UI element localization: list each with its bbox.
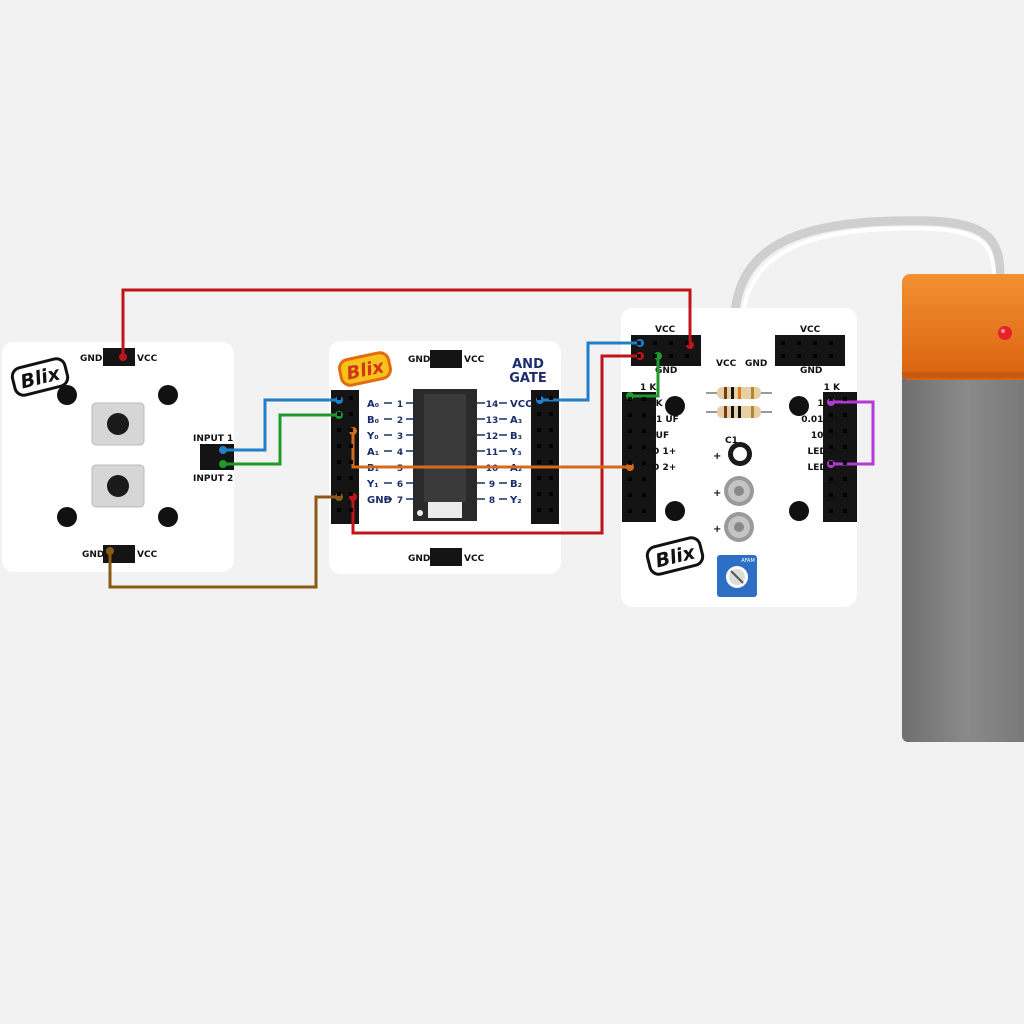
wire-green-gnd — [630, 356, 660, 398]
wire-purple-led — [831, 400, 875, 466]
led-right-pin-label: LED 1- — [808, 447, 841, 457]
led-top-right-vcc-label: VCC — [800, 325, 821, 335]
battery-pack — [902, 274, 1024, 742]
wire-red-vcc — [121, 288, 692, 357]
wire-orange-output — [351, 431, 630, 469]
led-mid-gnd-label: GND — [745, 359, 767, 369]
and-left-pin-name: B₀ — [367, 415, 379, 426]
push-button-2[interactable] — [91, 464, 145, 508]
and-right-pin-name: Y₃ — [509, 447, 522, 458]
led-right-pin-label: 1 K — [824, 383, 841, 393]
blix-logo: Blix — [10, 357, 70, 397]
and-right-pin-name: A₃ — [510, 415, 522, 426]
led-2-icon — [724, 512, 754, 542]
input-header[interactable] — [200, 444, 234, 470]
and-right-pin-number: 11 — [486, 448, 499, 458]
led-left-header[interactable] — [622, 392, 656, 522]
input-bottom-vcc-label: VCC — [137, 550, 158, 560]
and-bottom-power-header[interactable] — [430, 548, 462, 566]
led-right-pin-label: 10 UF — [811, 431, 840, 441]
and-right-pin-number: 12 — [486, 432, 499, 442]
wire-blue-input1 — [223, 398, 339, 452]
input-top-gnd-label: GND — [80, 354, 102, 364]
led-right-pin-label: LED 2- — [808, 463, 841, 473]
wire-blue-vcc — [540, 341, 640, 402]
and-gate-title-2: GATE — [509, 371, 546, 386]
led-top-right-gnd-label: GND — [800, 366, 822, 376]
plus-label-1: + — [713, 451, 721, 462]
led-right-pin-label: NC — [826, 495, 841, 505]
potentiometer-label: AFAM — [741, 558, 755, 564]
and-bottom-gnd-label: GND — [408, 554, 430, 564]
component-board: VCC GND VCC GND VCC GND — [621, 308, 857, 607]
and-right-pin-number: 8 — [489, 496, 495, 506]
and-left-pin-name: Y₀ — [366, 431, 379, 442]
battery-cable — [729, 216, 1005, 346]
blix-logo: Blix — [338, 351, 392, 387]
and-top-power-header[interactable] — [430, 350, 462, 368]
and-left-pin-name: Y₁ — [366, 479, 379, 490]
and-right-pin-name: B₃ — [510, 431, 522, 442]
input-bottom-gnd-label: GND — [82, 550, 104, 560]
led-right-pin-label: P3 — [827, 479, 840, 489]
input-1-label: INPUT 1 — [193, 434, 233, 444]
plus-label-3: + — [713, 524, 721, 535]
c1-label: C1 — [725, 436, 738, 446]
resistor-1-icon — [706, 387, 772, 399]
and-left-pin-number: 2 — [397, 416, 403, 426]
led-left-pin-label: P2 — [640, 495, 653, 505]
input-2-label: INPUT 2 — [193, 474, 233, 484]
and-left-pin-number: 6 — [397, 480, 403, 490]
and-left-pin-number: 3 — [397, 432, 403, 442]
plus-label-2: + — [713, 488, 721, 499]
led-left-pin-label: 0.01 UF — [640, 415, 679, 425]
led-left-pin-label: LED 1+ — [640, 447, 676, 457]
led-right-pin-label: 0.01 UF — [801, 415, 840, 425]
and-left-pin-name: A₁ — [367, 447, 379, 458]
led-1-icon — [724, 476, 754, 506]
and-bottom-vcc-label: VCC — [464, 554, 485, 564]
and-left-pin-number: 5 — [397, 464, 403, 474]
and-left-pin-number: 1 — [397, 400, 403, 410]
led-left-pin-label: 10 K — [640, 399, 664, 409]
led-left-pin-label: 10 UF — [640, 431, 669, 441]
and-right-pin-name: Y₂ — [509, 495, 522, 506]
and-right-header[interactable] — [531, 390, 559, 524]
and-right-pin-number: 10 — [486, 464, 499, 474]
led-top-left-vcc-label: VCC — [655, 325, 676, 335]
led-left-pin-label: P1 — [640, 479, 653, 489]
push-button-1[interactable] — [91, 402, 145, 446]
power-led-icon — [998, 326, 1012, 340]
and-right-pin-number: 9 — [489, 480, 495, 490]
led-left-pin-label: LED 2+ — [640, 463, 676, 473]
blix-logo: Blix — [645, 536, 705, 576]
led-left-pin-label: 1 K — [640, 383, 657, 393]
resistor-2-icon — [706, 406, 772, 418]
wire-red-gnd — [351, 354, 640, 535]
and-right-pin-name: B₂ — [510, 479, 522, 490]
and-right-pin-number: 13 — [486, 416, 499, 426]
and-top-vcc-label: VCC — [464, 355, 485, 365]
and-right-pin-name: VCC — [510, 399, 532, 410]
and-left-pin-name: GND — [367, 495, 392, 506]
and-left-pin-number: 7 — [397, 496, 403, 506]
and-top-gnd-label: GND — [408, 355, 430, 365]
led-mid-vcc-label: VCC — [716, 359, 737, 369]
and-gate-ic — [424, 394, 466, 502]
and-left-pin-number: 4 — [397, 448, 403, 458]
potentiometer-knob[interactable]: AFAM — [717, 555, 757, 597]
led-top-left-gnd-label: GND — [655, 366, 677, 376]
and-left-header[interactable] — [331, 390, 359, 524]
and-gate-title-1: AND — [512, 357, 544, 372]
wire-brown-gnd — [108, 495, 339, 589]
and-left-pin-name: A₀ — [367, 399, 379, 410]
input-board: Blix GND VCC INPUT 1 INPUT 2 GND VCC — [2, 342, 234, 572]
led-top-right-header[interactable] — [775, 335, 845, 366]
led-right-header[interactable] — [823, 392, 857, 522]
input-top-vcc-label: VCC — [137, 354, 158, 364]
and-right-pin-number: 14 — [486, 400, 499, 410]
wire-green-input2 — [223, 413, 339, 466]
